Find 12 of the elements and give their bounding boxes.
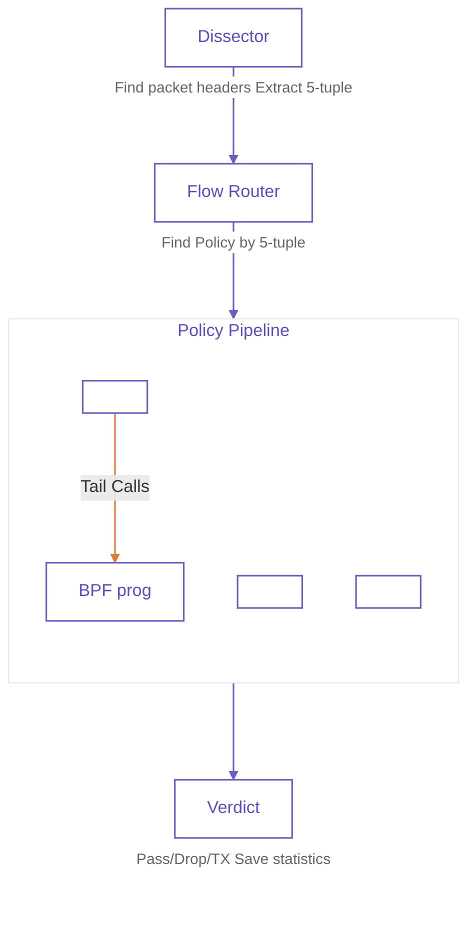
node-box	[355, 574, 422, 609]
node-box: Flow Router	[154, 162, 314, 223]
node-caption: Pass/Drop/TX Save statistics	[136, 850, 331, 868]
edge-label: Tail Calls	[80, 478, 150, 497]
node-box: BPF prog	[46, 562, 185, 622]
node-box	[236, 574, 304, 609]
node-box: Verdict	[174, 778, 293, 839]
node-box: Dissector	[164, 8, 303, 68]
node-box	[82, 380, 148, 414]
arrow	[228, 682, 238, 780]
node-caption: Find packet headers Extract 5-tuple	[114, 80, 352, 97]
node-caption: Find Policy by 5-tuple	[162, 234, 306, 252]
